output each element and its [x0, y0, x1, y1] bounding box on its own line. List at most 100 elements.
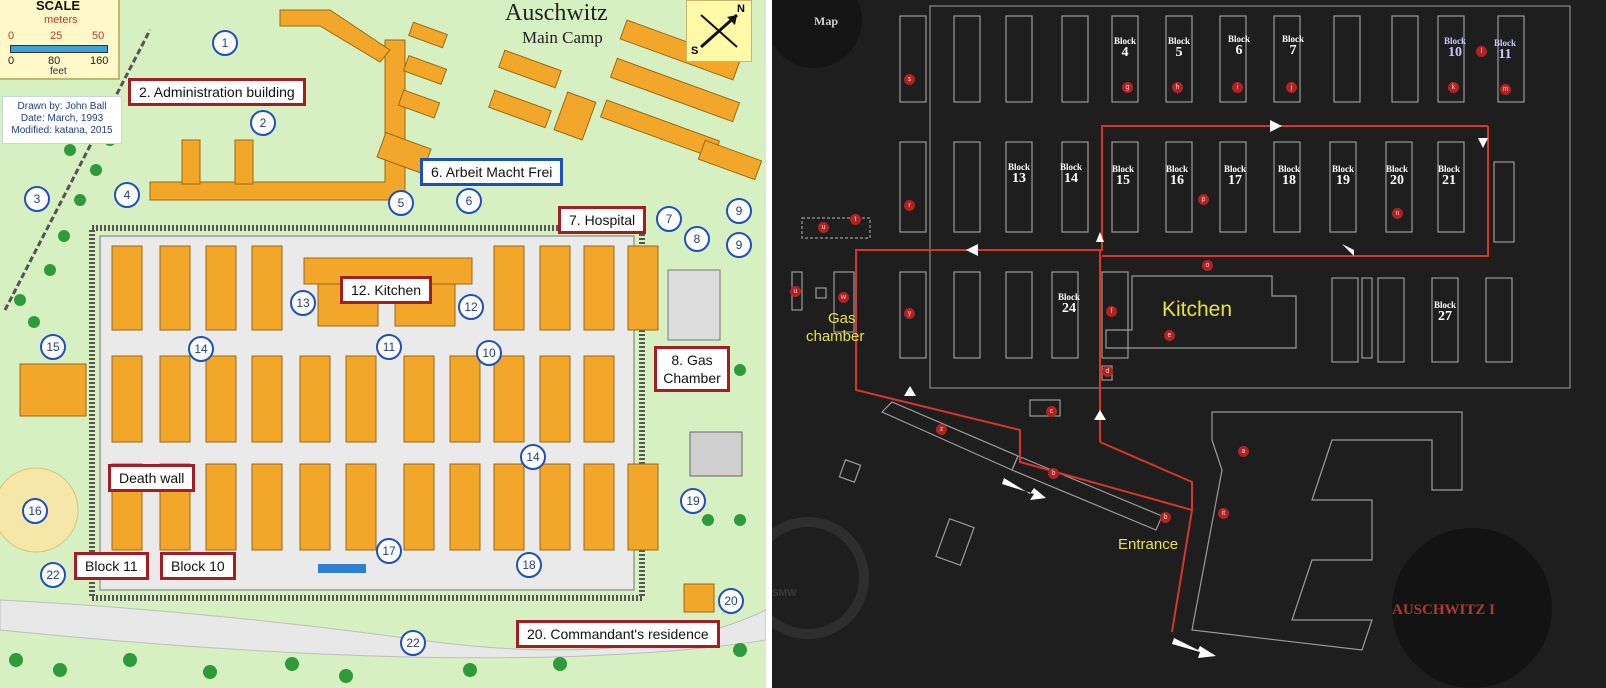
marker-a: a: [1238, 446, 1249, 457]
block-number: 18: [1282, 173, 1296, 188]
block-number: 20: [1390, 173, 1404, 188]
compass-icon: [700, 13, 738, 49]
marker-2: 2: [250, 110, 276, 136]
block-word: Block: [1438, 164, 1461, 174]
marker-i: i: [1232, 82, 1243, 93]
block-number: 11: [1498, 47, 1512, 62]
marker-22b: 22: [400, 630, 426, 656]
marker-f: f: [1106, 306, 1117, 317]
label-gas-chamber-line1: 8. Gas: [671, 352, 713, 368]
scale-bar: [10, 45, 108, 53]
marker-h: h: [1172, 82, 1183, 93]
marker-t: t: [850, 214, 861, 225]
marker-u2: u: [790, 286, 801, 297]
marker-16: 16: [22, 498, 48, 524]
scale-legend: SCALE meters 0 25 50 0 80 160 feet: [0, 0, 120, 80]
right-map-drawing: [772, 0, 1571, 688]
block-number: 10: [1448, 45, 1462, 60]
block-word: Block: [1386, 164, 1409, 174]
marker-b2: b: [1160, 512, 1171, 523]
marker-g: g: [1122, 82, 1133, 93]
scale-unit-meters: meters: [44, 14, 78, 26]
block-number: 5: [1175, 45, 1183, 60]
marker-c: c: [1046, 406, 1057, 417]
marker-j: j: [1286, 82, 1297, 93]
scale-unit-feet: feet: [50, 66, 67, 77]
marker-19: 19: [680, 488, 706, 514]
block-number: 27: [1438, 309, 1452, 324]
scale-title: SCALE: [36, 0, 81, 13]
marker-w: w: [838, 292, 849, 303]
marker-p: p: [1198, 194, 1209, 205]
marker-14a: 14: [188, 336, 214, 362]
marker-6: 6: [456, 188, 482, 214]
marker-d: d: [1102, 366, 1113, 377]
marker-e: e: [1164, 330, 1175, 341]
marker-it: it: [1218, 508, 1229, 519]
credit-line-modified: Modified: katana, 2015: [11, 125, 113, 136]
map-title: Auschwitz: [505, 0, 608, 26]
block-number: 6: [1235, 43, 1243, 58]
block-number: 17: [1228, 173, 1242, 188]
block-word: Block: [1166, 164, 1189, 174]
compass-south: S: [691, 45, 699, 57]
label-entrance: Entrance: [1118, 536, 1179, 553]
marker-20: 20: [718, 588, 744, 614]
marker-4: 4: [114, 182, 140, 208]
label-arbeit-macht-frei: 6. Arbeit Macht Frei: [420, 158, 564, 186]
marker-8: 8: [684, 226, 710, 252]
marker-u1: u: [818, 222, 829, 233]
marker-17: 17: [376, 538, 402, 564]
block-number: 14: [1064, 171, 1078, 186]
block-word: Block: [1114, 36, 1137, 46]
label-gas-chamber-line1: Gas: [828, 310, 856, 327]
marker-5: 5: [388, 190, 414, 216]
marker-22a: 22: [40, 562, 66, 588]
block-word: Block: [1444, 36, 1467, 46]
label-kitchen: 12. Kitchen: [340, 276, 433, 304]
compass-rose: N S: [686, 0, 752, 62]
block-word: Block: [1434, 300, 1457, 310]
scale-tick-m-0: 0: [8, 30, 15, 42]
map-credit: Drawn by: John Ball Date: March, 1993 Mo…: [2, 96, 122, 144]
block-number: 4: [1121, 45, 1129, 60]
marker-12: 12: [458, 294, 484, 320]
marker-9a: 9: [726, 198, 752, 224]
label-commandants-residence: 20. Commandant's residence: [516, 620, 720, 648]
marker-y: y: [904, 308, 915, 319]
label-block-10: Block 10: [160, 552, 236, 580]
marker-o: o: [1202, 260, 1213, 271]
map-subtitle: Main Camp: [522, 28, 603, 47]
block-number: 7: [1289, 43, 1297, 58]
marker-18: 18: [516, 552, 542, 578]
block-word: Block: [1060, 162, 1083, 172]
block-number: 15: [1116, 173, 1130, 188]
block-word: Block: [1332, 164, 1355, 174]
left-camp-plan: SCALE meters 0 25 50 0 80 160 feet Drawn…: [0, 0, 766, 688]
label-kitchen: Kitchen: [1162, 298, 1233, 321]
block-word: Block: [1058, 292, 1081, 302]
marker-13: 13: [290, 290, 316, 316]
marker-b1: b: [1048, 468, 1059, 479]
label-gas-chamber-line2: Chamber: [663, 370, 721, 386]
scale-tick-ft-80: 80: [48, 55, 61, 67]
label-death-wall: Death wall: [108, 464, 196, 492]
block-number: 13: [1012, 171, 1026, 186]
